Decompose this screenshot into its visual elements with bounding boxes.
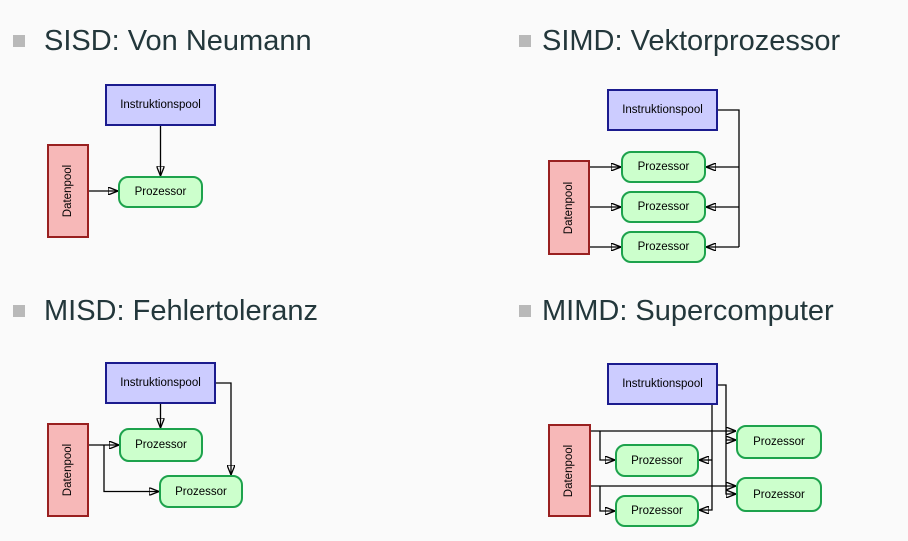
- simd-instruction-pool-node: Instruktionspool: [607, 89, 718, 131]
- mimd-processor-node-right-1: Prozessor: [736, 425, 822, 459]
- heading-misd-text: MISD: Fehlertoleranz: [44, 295, 318, 327]
- misd-data-pool-node: Datenpool: [47, 423, 89, 517]
- simd-data-pool-node: Datenpool: [548, 160, 590, 255]
- mimd-instruction-bus-inner: [699, 405, 713, 510]
- bullet-icon: [519, 305, 531, 317]
- heading-sisd-text: SISD: Von Neumann: [44, 25, 312, 57]
- simd-data-pool-label: Datenpool: [563, 181, 575, 234]
- mimd-instruction-pool-node: Instruktionspool: [607, 363, 718, 405]
- heading-mimd: MIMD: Supercomputer: [519, 294, 834, 328]
- sisd-processor-node: Prozessor: [118, 176, 203, 208]
- misd-processor-node-2: Prozessor: [159, 475, 243, 508]
- simd-instruction-bus: [718, 109, 740, 247]
- mimd-processor-node-mid-2: Prozessor: [615, 495, 699, 527]
- mimd-data-branch-2: [599, 486, 615, 511]
- simd-processor-node-1: Prozessor: [621, 151, 706, 183]
- sisd-instruction-pool-node: Instruktionspool: [105, 84, 216, 126]
- heading-misd: MISD: Fehlertoleranz: [13, 294, 318, 328]
- misd-instruction-branch-arrow: [216, 382, 231, 475]
- sisd-data-pool-label: Datenpool: [62, 164, 74, 218]
- mimd-processor-node-right-2: Prozessor: [736, 477, 822, 512]
- sisd-data-pool-node: Datenpool: [47, 144, 89, 238]
- simd-processor-node-2: Prozessor: [621, 191, 706, 223]
- mimd-data-pool-node: Datenpool: [548, 424, 591, 517]
- misd-processor-node-1: Prozessor: [119, 428, 203, 462]
- bullet-icon: [13, 35, 25, 47]
- heading-simd-text: SIMD: Vektorprozessor: [542, 25, 841, 57]
- mimd-data-pool-label: Datenpool: [563, 444, 576, 497]
- misd-data-pool-label: Datenpool: [62, 443, 74, 497]
- mimd-data-branch-1: [599, 431, 615, 460]
- mimd-processor-node-mid-1: Prozessor: [615, 444, 699, 477]
- misd-instruction-pool-node: Instruktionspool: [105, 362, 216, 404]
- heading-simd: SIMD: Vektorprozessor: [519, 24, 840, 58]
- heading-mimd-text: MIMD: Supercomputer: [542, 295, 834, 327]
- mimd-instruction-bus-outer: [718, 384, 736, 494]
- heading-sisd: SISD: Von Neumann: [13, 24, 312, 58]
- bullet-icon: [13, 305, 25, 317]
- simd-processor-node-3: Prozessor: [621, 231, 706, 263]
- bullet-icon: [519, 35, 531, 47]
